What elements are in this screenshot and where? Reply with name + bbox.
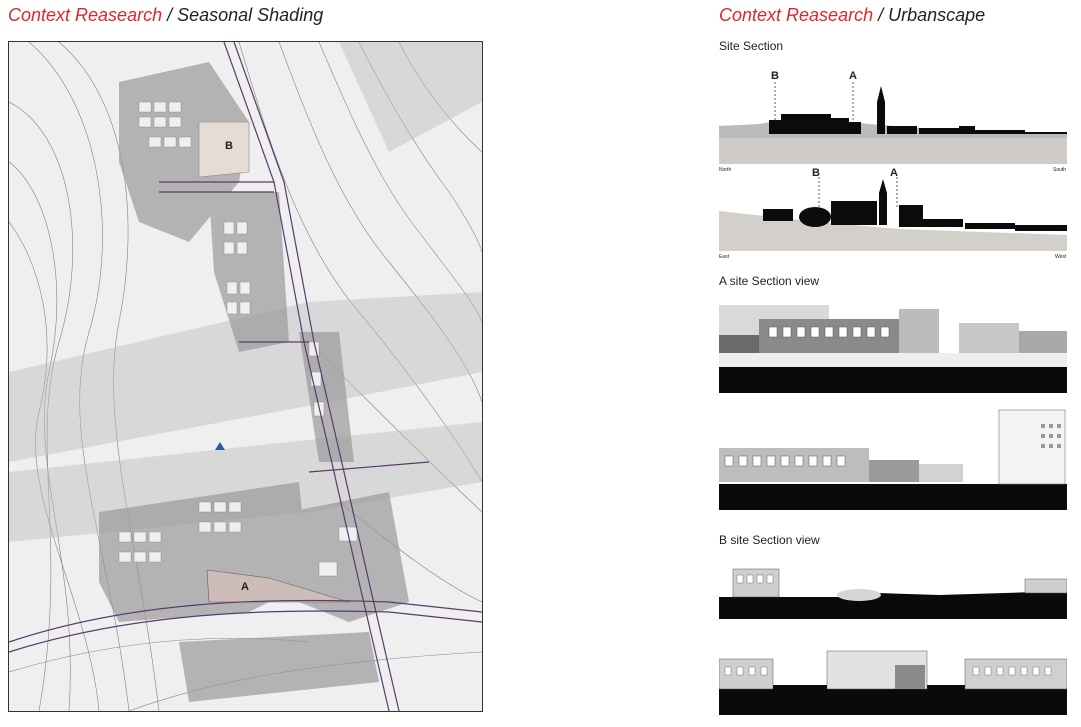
road-lines (9, 42, 482, 711)
b-view-elevation-2 (719, 645, 1067, 715)
section1-left-label: North (719, 167, 731, 173)
ground-black-2 (719, 484, 1067, 510)
b-view-label: B site Section view (719, 533, 820, 547)
section1-right-label: South (1053, 167, 1066, 173)
section1-marker-a: A (849, 70, 857, 82)
section1-marker-b: B (771, 70, 779, 82)
left-heading-accent: Context Reasearch (8, 5, 163, 25)
right-heading: Context Reasearch / Urbanscape (719, 5, 985, 26)
section2-right-label: West (1055, 254, 1067, 260)
map-label-a: A (241, 581, 249, 593)
building-blocks (118, 101, 358, 577)
left-heading-rest: / Seasonal Shading (162, 5, 324, 25)
left-heading: Context Reasearch / Seasonal Shading (8, 5, 323, 26)
right-heading-accent: Context Reasearch (719, 5, 874, 25)
site-b-plot (198, 121, 250, 178)
b-view-elevation-1 (719, 559, 1067, 619)
site-section-east-west: B A East West (719, 165, 1067, 261)
seasonal-shading-map: B A (8, 41, 483, 712)
ground-band (719, 134, 1067, 164)
shading-map-drawing: B A (9, 42, 482, 711)
site-a-plot (206, 569, 350, 603)
ground-black (719, 367, 1067, 393)
skyline-silhouette (769, 86, 1067, 134)
map-label-b: B (225, 140, 233, 152)
triangle-icon (215, 442, 225, 450)
skyline-silhouette-2 (763, 179, 1067, 231)
right-heading-rest: / Urbanscape (873, 5, 986, 25)
site-section-label: Site Section (719, 39, 784, 53)
section2-marker-b: B (812, 167, 820, 179)
a-view-elevation-1 (719, 295, 1067, 393)
section2-left-label: East (719, 254, 730, 260)
section2-marker-a: A (890, 167, 898, 179)
a-view-label: A site Section view (719, 274, 820, 288)
site-section-north-south: B A North South (719, 66, 1067, 176)
a-view-elevation-2 (719, 404, 1067, 510)
